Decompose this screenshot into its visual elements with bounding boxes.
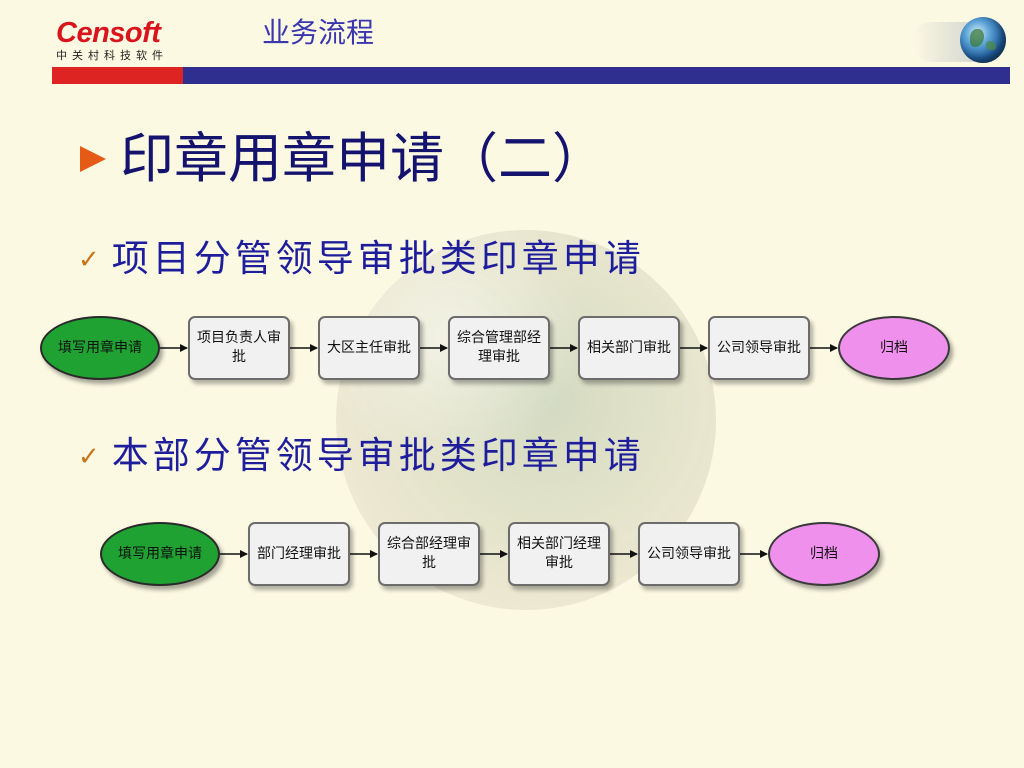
main-title-text: 印章用章申请（二） bbox=[120, 127, 606, 190]
flow1-step-node: 大区主任审批 bbox=[318, 316, 420, 380]
censoft-logo: Censoft 中关村科技软件 bbox=[56, 18, 182, 62]
flow1-step-node: 相关部门审批 bbox=[578, 316, 680, 380]
checkmark-icon: ✓ bbox=[78, 442, 100, 472]
flow2-step-node: 公司领导审批 bbox=[638, 522, 740, 586]
checkmark-icon: ✓ bbox=[78, 245, 100, 275]
flow1-step-node: 综合管理部经理审批 bbox=[448, 316, 550, 380]
flow1-heading: ✓ 项目分管领导审批类印章申请 bbox=[78, 236, 645, 286]
flow2-start-node: 填写用章申请 bbox=[100, 522, 220, 586]
arrow-bullet-icon bbox=[80, 146, 106, 172]
flow2-end-node: 归档 bbox=[768, 522, 880, 586]
logo-subtitle: 中关村科技软件 bbox=[56, 49, 168, 62]
flow2-heading-text: 本部分管领导审批类印章申请 bbox=[111, 434, 645, 477]
flow1-step-node: 项目负责人审批 bbox=[188, 316, 290, 380]
flow1-heading-text: 项目分管领导审批类印章申请 bbox=[111, 237, 645, 280]
flow1-step-node: 公司领导审批 bbox=[708, 316, 810, 380]
flow2-step-node: 相关部门经理审批 bbox=[508, 522, 610, 586]
flow2-step-node: 部门经理审批 bbox=[248, 522, 350, 586]
header-bar-blue bbox=[183, 67, 1010, 84]
logo-wordmark: Censoft bbox=[56, 17, 161, 49]
globe-icon bbox=[960, 17, 1006, 63]
flow1-start-node: 填写用章申请 bbox=[40, 316, 160, 380]
header-title: 业务流程 bbox=[262, 16, 375, 49]
header-bar-red bbox=[52, 67, 183, 84]
flow1-end-node: 归档 bbox=[838, 316, 950, 380]
main-title: 印章用章申请（二） bbox=[80, 124, 606, 194]
flow2-step-node: 综合部经理审批 bbox=[378, 522, 480, 586]
flow2-heading: ✓ 本部分管领导审批类印章申请 bbox=[78, 433, 645, 483]
